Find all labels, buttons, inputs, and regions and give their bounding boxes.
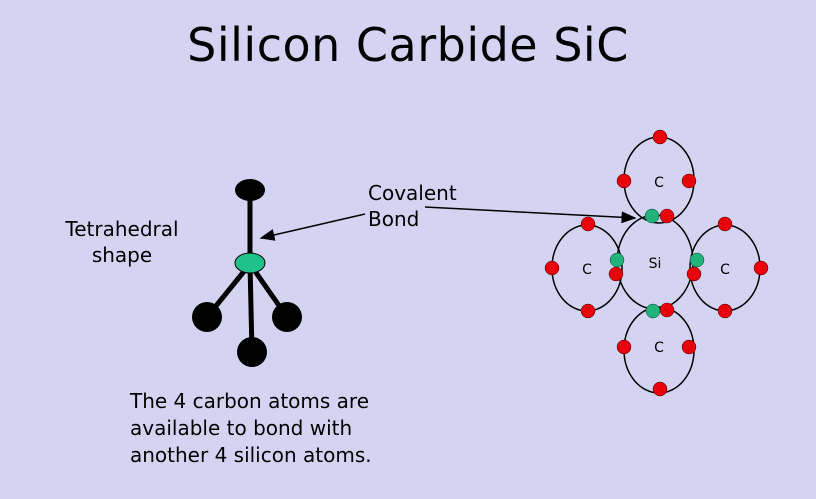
caption: The 4 carbon atoms are available to bond… — [130, 388, 372, 469]
electron — [652, 129, 668, 145]
tetrahedral-model — [192, 179, 302, 367]
atom-label-c-top: C — [654, 175, 664, 191]
covalent-label-line2: Bond — [368, 207, 420, 231]
electron — [652, 381, 668, 397]
arrow-to-tetrahedral — [259, 213, 366, 241]
atom-center — [234, 252, 266, 274]
shared-electron — [645, 303, 661, 319]
caption-line3: another 4 silicon atoms. — [130, 443, 372, 467]
electron — [608, 266, 624, 282]
atom-bottom — [237, 337, 267, 367]
atom-label-si: Si — [649, 256, 662, 272]
electron — [717, 303, 733, 319]
electron — [580, 303, 596, 319]
electron — [686, 266, 702, 282]
caption-line2: available to bond with — [130, 416, 353, 440]
tetrahedral-label: Tetrahedral shape — [52, 216, 192, 268]
electron — [717, 216, 733, 232]
tetrahedral-label-line1: Tetrahedral — [65, 217, 179, 241]
sic-bonding-diagram: C C C C Si — [544, 129, 769, 397]
tetrahedral-label-line2: shape — [91, 243, 153, 267]
covalent-bond-label: Covalent Bond — [368, 180, 457, 232]
atom-right — [272, 302, 302, 332]
electron — [753, 260, 769, 276]
arrow-to-covalent-bond — [424, 206, 637, 224]
shared-electron — [609, 252, 625, 268]
electron — [681, 173, 697, 189]
electron — [544, 260, 560, 276]
atom-top — [235, 179, 265, 201]
electron — [616, 339, 632, 355]
electron — [659, 208, 675, 224]
atom-left — [192, 302, 222, 332]
electron — [659, 302, 675, 318]
atom-label-c-left: C — [582, 262, 592, 278]
shared-electron — [689, 252, 705, 268]
shared-electron — [644, 208, 660, 224]
electron — [681, 339, 697, 355]
atom-label-c-bottom: C — [654, 340, 664, 356]
atom-label-c-right: C — [720, 262, 730, 278]
electron — [616, 173, 632, 189]
electron — [580, 216, 596, 232]
caption-line1: The 4 carbon atoms are — [130, 389, 370, 413]
covalent-label-line1: Covalent — [368, 181, 457, 205]
slide-title: Silicon Carbide SiC — [187, 18, 629, 72]
